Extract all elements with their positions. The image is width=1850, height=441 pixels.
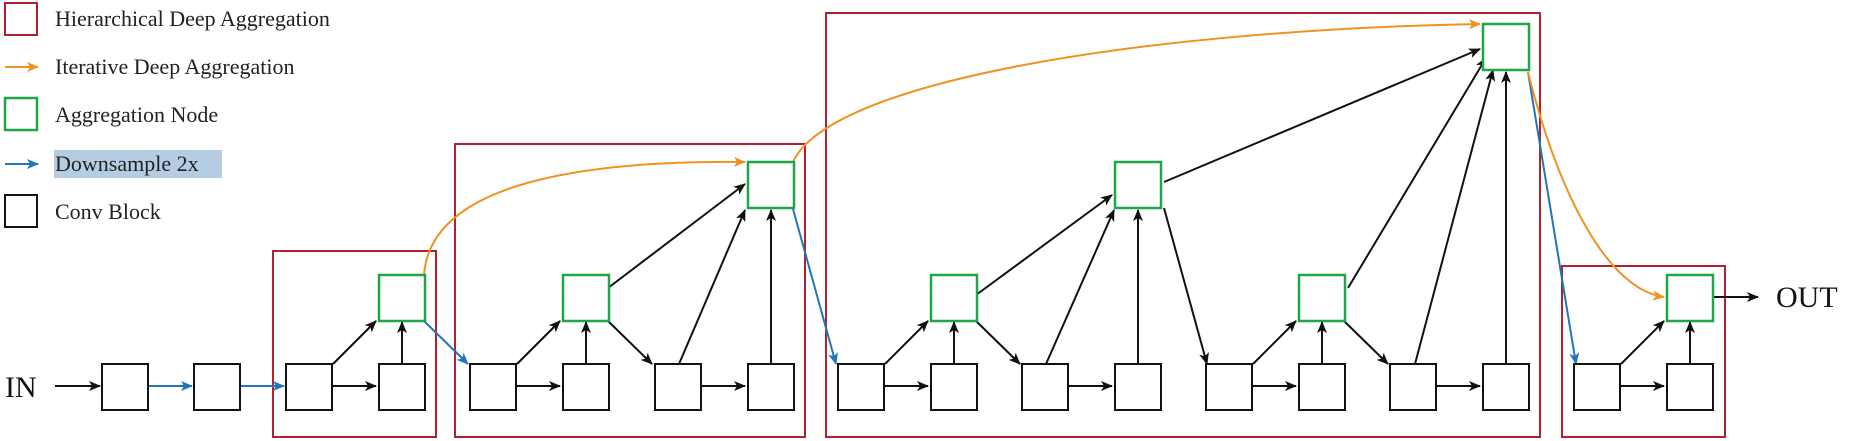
edge [975, 194, 1113, 296]
edge [1252, 320, 1297, 365]
aggregation-node [1297, 273, 1347, 323]
conv-block [1021, 363, 1069, 411]
edge [975, 320, 1021, 365]
legend-node: Aggregation Node [3, 96, 218, 132]
conv-block [1298, 363, 1346, 411]
edge [1163, 48, 1481, 183]
output-label: OUT [1776, 281, 1838, 314]
hda-group-4 [1561, 265, 1726, 438]
aggregation-node [1113, 160, 1163, 210]
conv-block [837, 363, 885, 411]
iterative-edge [1527, 71, 1665, 301]
aggregation-node [929, 273, 979, 323]
input-label: IN [5, 371, 37, 404]
conv-block-swatch-icon [4, 194, 38, 228]
legend-conv: Conv Block [4, 194, 161, 228]
text-highlight [54, 150, 222, 178]
legend-ida: Iterative Deep Aggregation [5, 54, 294, 79]
aggregation-nodes [377, 22, 1715, 323]
edge [678, 209, 746, 365]
edge [516, 320, 561, 365]
legend-ida-label: Iterative Deep Aggregation [55, 54, 294, 79]
hda-groups [272, 12, 1726, 438]
conv-block [285, 363, 333, 411]
legend-downsample: Downsample 2x [5, 150, 222, 178]
aggregation-node [377, 273, 427, 323]
downsample-connections [149, 71, 1580, 391]
conv-block [469, 363, 517, 411]
conv-connections [55, 48, 1759, 391]
iterative-edge [423, 156, 746, 276]
edge [1343, 320, 1389, 365]
legend-conv-label: Conv Block [55, 199, 161, 224]
iterative-edge [792, 19, 1481, 163]
hda-group-3 [825, 12, 1541, 438]
edge [1620, 320, 1665, 365]
edge [1045, 209, 1115, 365]
hda-group-2 [454, 143, 806, 438]
edge [332, 320, 377, 365]
downsample-edge [423, 320, 469, 365]
edge [1414, 69, 1496, 365]
aggregation-node [1481, 22, 1531, 72]
aggregation-node [1665, 273, 1715, 323]
edge [1347, 57, 1487, 289]
conv-blocks [101, 363, 1714, 411]
aggregation-node-swatch-icon [3, 96, 39, 132]
aggregation-node [561, 273, 611, 323]
hda-swatch-icon [4, 2, 38, 36]
legend-hda-label: Hierarchical Deep Aggregation [55, 6, 330, 31]
legend-downsample-label: Downsample 2x [55, 151, 199, 176]
conv-block [654, 363, 702, 411]
conv-block [1205, 363, 1253, 411]
downsample-edge [792, 208, 838, 365]
conv-block [930, 363, 978, 411]
edge [607, 320, 653, 365]
conv-block [193, 363, 241, 411]
legend-node-label: Aggregation Node [55, 102, 218, 127]
edge [1163, 207, 1209, 365]
conv-block [1666, 363, 1714, 411]
aggregation-node [746, 160, 796, 210]
hda-group-1 [272, 250, 437, 438]
edge [884, 320, 929, 365]
conv-block [1482, 363, 1530, 411]
edge [607, 183, 746, 289]
legend: Hierarchical Deep Aggregation Iterative … [3, 2, 330, 228]
conv-block [1573, 363, 1621, 411]
conv-block [378, 363, 426, 411]
conv-block [747, 363, 795, 411]
conv-block [562, 363, 610, 411]
downsample-edge [1527, 71, 1580, 365]
conv-block [1114, 363, 1162, 411]
iterative-connections [423, 19, 1665, 301]
conv-block [101, 363, 149, 411]
conv-block [1389, 363, 1437, 411]
legend-hda: Hierarchical Deep Aggregation [4, 2, 330, 36]
